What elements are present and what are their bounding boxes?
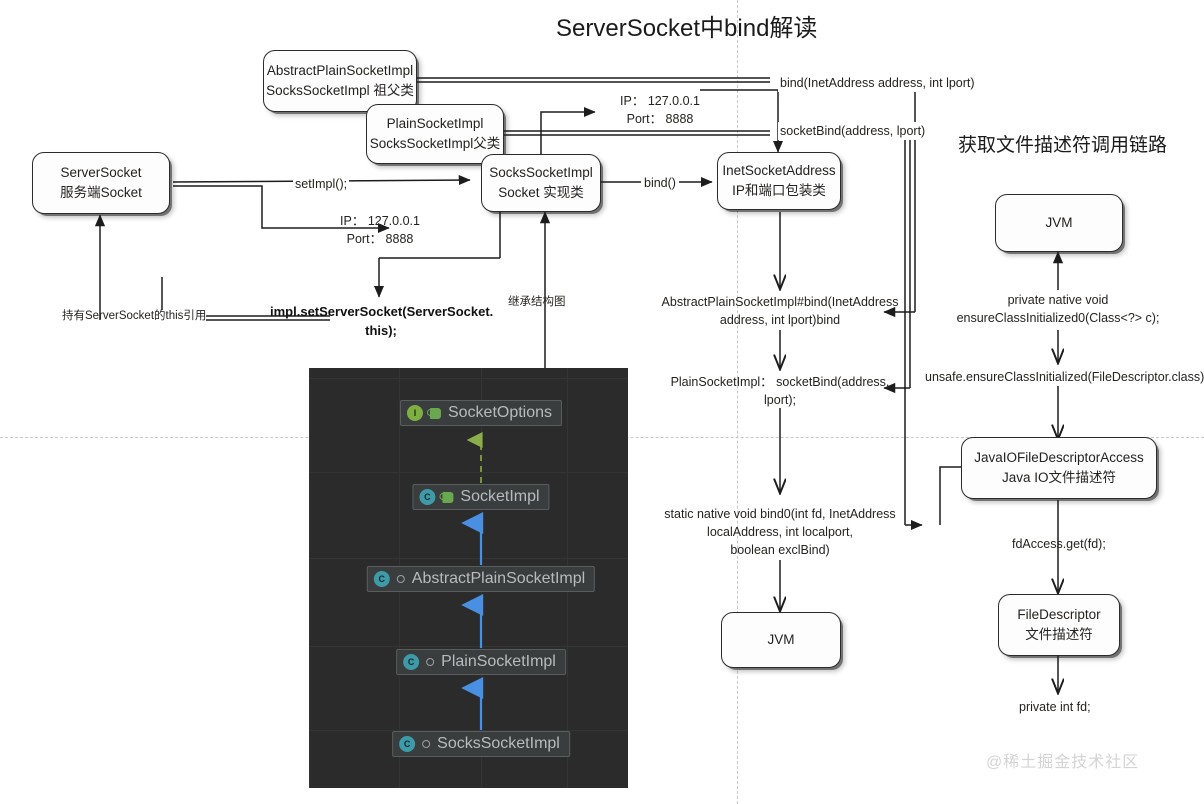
ide-node-label: AbstractPlainSocketImpl bbox=[411, 570, 586, 587]
box-javaio-filedescriptor-access[interactable]: JavaIOFileDescriptorAccess Java IO文件描述符 bbox=[961, 437, 1157, 499]
ide-node-abstract-plain-socket-impl[interactable]: C AbstractPlainSocketImpl bbox=[366, 566, 596, 592]
label-impl-set-server-socket: impl.setServerSocket(ServerSocket. this)… bbox=[270, 304, 494, 338]
class-icon: C bbox=[399, 736, 416, 752]
class-icon: C bbox=[419, 489, 436, 505]
ide-node-label: PlainSocketImpl bbox=[441, 653, 556, 670]
label-bind-inetaddress: bind(InetAddress address, int lport) bbox=[778, 74, 977, 93]
box-abstract-plain-line1: AbstractPlainSocketImpl bbox=[266, 63, 414, 79]
box-inet-socket-line1: InetSocketAddress bbox=[722, 163, 836, 179]
lock-icon bbox=[426, 407, 441, 419]
class-icon: C bbox=[373, 571, 390, 587]
ide-node-label: SocketImpl bbox=[460, 488, 540, 505]
ide-grid-line bbox=[309, 368, 310, 788]
guide-line-vertical bbox=[737, 0, 738, 804]
label-ip-port-top: IP： 127.0.0.1 Port： 8888 bbox=[620, 94, 700, 127]
box-socks-socket-line2: Socket 实现类 bbox=[498, 185, 584, 200]
label-private-native-ensure: private native void ensureClassInitializ… bbox=[956, 293, 1160, 326]
ide-grid-line bbox=[309, 730, 628, 731]
box-inet-socket-line2: IP和端口包装类 bbox=[732, 183, 826, 198]
box-server-socket[interactable]: ServerSocket 服务端Socket bbox=[32, 152, 170, 214]
ide-grid-line bbox=[309, 558, 628, 559]
box-plain-socket-line1: PlainSocketImpl bbox=[386, 116, 484, 132]
box-jvm-middle[interactable]: JVM bbox=[721, 612, 841, 668]
ide-node-label: SocketOptions bbox=[447, 404, 553, 421]
box-abstract-plain-socket-impl[interactable]: AbstractPlainSocketImpl SocksSocketImpl … bbox=[263, 50, 417, 112]
box-jvm-right-label: JVM bbox=[1045, 215, 1073, 231]
box-plain-socket-line2: SocksSocketImpl父类 bbox=[369, 136, 501, 151]
box-abstract-plain-line2: SocksSocketImpl 祖父类 bbox=[266, 83, 414, 98]
label-set-impl: setImpl(); bbox=[293, 175, 350, 194]
label-abstract-plain-bind: AbstractPlainSocketImpl#bind(InetAddress… bbox=[661, 295, 899, 328]
ide-node-socket-options[interactable]: I SocketOptions bbox=[399, 400, 563, 426]
label-socket-bind: socketBind(address, lport) bbox=[778, 122, 928, 141]
ide-class-hierarchy-panel[interactable]: I SocketOptions C SocketImpl C AbstractP… bbox=[309, 368, 628, 788]
box-server-socket-line1: ServerSocket bbox=[60, 165, 142, 181]
box-server-socket-line2: 服务端Socket bbox=[60, 185, 142, 200]
box-file-descriptor[interactable]: FileDescriptor 文件描述符 bbox=[998, 594, 1120, 656]
box-javaio-line2: Java IO文件描述符 bbox=[1001, 470, 1117, 485]
label-fd-access-get: fdAccess.get(fd); bbox=[1012, 537, 1106, 551]
interface-icon: I bbox=[406, 405, 423, 421]
label-private-int-fd: private int fd; bbox=[1019, 700, 1091, 714]
box-file-descriptor-line2: 文件描述符 bbox=[1025, 627, 1093, 642]
label-plain-socket-bind: PlainSocketImpl： socketBind(address, lpo… bbox=[670, 375, 890, 408]
box-jvm-middle-label: JVM bbox=[767, 632, 795, 648]
label-unsafe-ensure-class-initialized: unsafe.ensureClassInitialized(FileDescri… bbox=[925, 370, 1204, 384]
abstract-marker-icon bbox=[396, 575, 405, 583]
ide-grid-line bbox=[309, 646, 628, 647]
ide-node-socks-socket-impl[interactable]: C SocksSocketImpl bbox=[392, 731, 570, 757]
label-hold-this-reference: 持有ServerSocket的this引用 bbox=[62, 310, 207, 322]
box-javaio-line1: JavaIOFileDescriptorAccess bbox=[974, 450, 1144, 466]
watermark: @稀土掘金技术社区 bbox=[986, 754, 1140, 771]
page-title: ServerSocket中bind解读 bbox=[556, 15, 818, 42]
box-plain-socket-impl[interactable]: PlainSocketImpl SocksSocketImpl父类 bbox=[366, 104, 504, 164]
box-socks-socket-impl[interactable]: SocksSocketImpl Socket 实现类 bbox=[481, 154, 601, 212]
ide-grid-line bbox=[309, 378, 628, 379]
box-socks-socket-line1: SocksSocketImpl bbox=[489, 165, 593, 181]
ide-node-socket-impl[interactable]: C SocketImpl bbox=[412, 484, 550, 510]
box-file-descriptor-line1: FileDescriptor bbox=[1017, 607, 1101, 623]
ide-node-label: SocksSocketImpl bbox=[437, 735, 560, 752]
class-icon: C bbox=[403, 654, 420, 670]
label-ip-port-left: IP： 127.0.0.1 Port： 8888 bbox=[340, 214, 420, 247]
label-bind-call: bind() bbox=[641, 174, 679, 193]
lock-icon bbox=[439, 491, 454, 503]
ide-grid-line bbox=[309, 472, 628, 473]
label-inherit-diagram: 继承结构图 bbox=[508, 296, 566, 308]
section-title-fd-chain: 获取文件描述符调用链路 bbox=[958, 135, 1168, 156]
box-inet-socket-address[interactable]: InetSocketAddress IP和端口包装类 bbox=[717, 152, 841, 210]
abstract-marker-icon bbox=[422, 740, 431, 748]
label-static-native-bind0: static native void bind0(int fd, InetAdd… bbox=[664, 507, 896, 558]
abstract-marker-icon bbox=[426, 658, 435, 666]
ide-node-plain-socket-impl[interactable]: C PlainSocketImpl bbox=[396, 649, 566, 675]
box-jvm-right[interactable]: JVM bbox=[995, 194, 1123, 252]
